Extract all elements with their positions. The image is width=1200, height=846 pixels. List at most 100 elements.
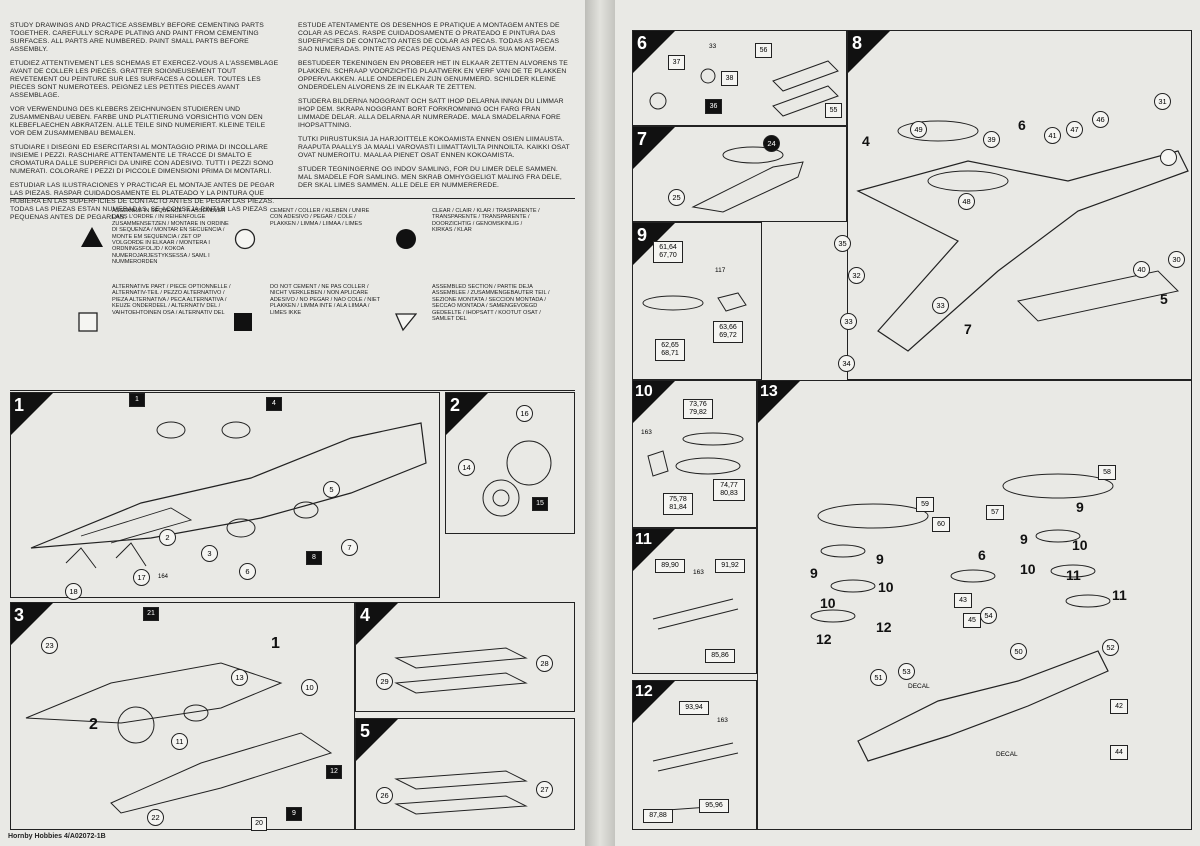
cockpit-canopy-drawing: [691, 146, 804, 213]
open-square-icon: [78, 312, 98, 332]
part-34: 34: [838, 355, 855, 372]
part-57: 57: [986, 505, 1004, 520]
legend-assemble: ASSEMBLE IN SEQUENCE / A ASSEMBLER DANS …: [112, 208, 229, 266]
step-number: 2: [450, 395, 461, 415]
step-number: 13: [760, 383, 778, 400]
part-12: 12: [326, 765, 342, 779]
part-23: 23: [41, 637, 58, 654]
ref-step-6: 6: [978, 547, 986, 563]
part-47: 47: [1066, 121, 1083, 138]
part-5: 5: [323, 481, 340, 498]
ref-step-9: 9: [1076, 499, 1084, 515]
instr-en: STUDY DRAWINGS AND PRACTICE ASSEMBLY BEF…: [10, 22, 264, 53]
part-41: 41: [1044, 127, 1061, 144]
part-28: 28: [536, 655, 553, 672]
decal-label: DECAL: [996, 751, 1018, 758]
ref-step-9: 9: [1020, 531, 1028, 547]
part-group-85: 85,86: [705, 649, 735, 663]
pylon-drawing: [642, 292, 747, 312]
part-13: 13: [231, 669, 248, 686]
part-163: 163: [693, 569, 704, 576]
fuselage-drawing: [30, 421, 427, 569]
step-number: 11: [635, 531, 652, 548]
part-26: 26: [376, 787, 393, 804]
part-164: 164: [158, 574, 169, 580]
step-9-panel: 9 61,64 67,70 117 62,65 68,71 63,66 69,7…: [632, 222, 762, 380]
part-3: 3: [201, 545, 218, 562]
decal-label: DECAL: [908, 683, 930, 690]
part-6: 6: [239, 563, 256, 580]
part-48: 48: [958, 193, 975, 210]
legend-clear: CLEAR / CLAIR / KLAR / TRASPARENTE / TRA…: [432, 208, 540, 234]
instr-fi: TUTKI PIIRUSTUKSIA JA HARJOITTELE KOKOAM…: [298, 136, 570, 159]
part-36: 36: [705, 99, 722, 114]
part-group-62: 62,65 68,71: [655, 339, 685, 361]
instr-nl: BESTUDEER TEKENINGEN EN PROBEER HET IN E…: [298, 60, 568, 91]
assembled-1: 1: [271, 635, 280, 652]
ref-step-9: 9: [876, 551, 884, 567]
instr-da: STUDER TEGNINGERNE OG INDOV SAMLING, FOR…: [298, 166, 562, 189]
triangle-icon: [81, 227, 103, 247]
ref-step-10: 10: [1020, 561, 1036, 577]
page-fold: [585, 0, 615, 846]
part-19: [1160, 149, 1177, 166]
step-number: 1: [14, 395, 25, 415]
landing-gear-drawing: [649, 60, 839, 117]
part-33c: 33: [840, 313, 857, 330]
instr-sv: STUDERA BILDERNA NOGGRANT OCH SATT IHOP …: [298, 98, 564, 129]
part-17: 17: [133, 569, 150, 586]
instructions-block: STUDY DRAWINGS AND PRACTICE ASSEMBLY BEF…: [10, 22, 575, 221]
part-32: 32: [848, 267, 865, 284]
ref-step-11: 11: [1066, 567, 1081, 583]
step-number: 12: [635, 683, 653, 700]
part-39: 39: [983, 131, 1000, 148]
ref-step-12: 12: [876, 619, 892, 635]
right-page: [615, 0, 1200, 846]
part-163: 163: [717, 717, 728, 724]
step-3-panel: 3 21 23 13 10 11 12 9 22 20 1 2: [10, 602, 355, 831]
part-group-87: 87,88: [643, 809, 673, 823]
ref-step-5: 5: [1160, 291, 1168, 307]
part-group-93: 93,94: [679, 701, 709, 715]
legend-no-cement: DO NOT CEMENT / NE PAS COLLER / NICHT VE…: [270, 284, 380, 316]
instructions-col-right: ESTUDE ATENTAMENTE OS DESENHOS E PRATIQU…: [298, 22, 570, 196]
part-group-89: 89,90: [655, 559, 685, 573]
part-49: 49: [910, 121, 927, 138]
instructions-col-left: STUDY DRAWINGS AND PRACTICE ASSEMBLY BEF…: [10, 22, 280, 228]
part-group-91: 91,92: [715, 559, 745, 573]
step-number: 9: [637, 225, 648, 245]
part-50: 50: [1010, 643, 1027, 660]
part-24: 24: [763, 135, 780, 152]
part-53: 53: [898, 663, 915, 680]
step-12-panel: 12 93,94 163 95,96 87,88: [632, 680, 757, 830]
engine-fan-drawing: [482, 440, 552, 517]
part-15: 15: [532, 497, 548, 511]
step-number: 10: [635, 383, 653, 400]
step-13-panel: 13 58 59 60 57 43 45 54 50 52 53 51 42 4…: [757, 380, 1192, 830]
step-8-panel: 8 49 39 41 47 46 31 48 40 30 33 32 33 34…: [834, 30, 1192, 380]
ref-step-11: 11: [1112, 587, 1127, 603]
part-117: 117: [715, 267, 726, 274]
part-31: 31: [1154, 93, 1171, 110]
part-10: 10: [301, 679, 318, 696]
part-60: 60: [932, 517, 950, 532]
step-number: 6: [637, 33, 648, 53]
divider: [10, 198, 575, 199]
legend-cement: CEMENT / COLLER / KLEBEN / UNIRE CON ADE…: [270, 208, 370, 227]
part-30: 30: [1168, 251, 1185, 268]
instr-pt: ESTUDE ATENTAMENTE OS DESENHOS E PRATIQU…: [298, 22, 560, 53]
step-5-panel: 5 26 27: [355, 718, 575, 830]
part-group-73: 73,76 79,82: [683, 399, 713, 419]
part-group-63: 63,66 69,72: [713, 321, 743, 343]
part-37: 37: [668, 55, 685, 70]
step-1-panel: 1 1 4 5 2 3 7 8 6 17 164 18: [10, 392, 440, 600]
divider: [10, 390, 575, 391]
instr-de: VOR VERWENDUNG DES KLEBERS ZEICHNUNGEN S…: [10, 106, 266, 137]
tailplane-drawing: [394, 770, 528, 815]
part-33: 33: [709, 43, 717, 50]
part-51: 51: [870, 669, 887, 686]
part-9: 9: [286, 807, 302, 821]
part-20: 20: [251, 817, 267, 831]
step-number: 5: [360, 721, 371, 741]
part-33b: 33: [932, 297, 949, 314]
